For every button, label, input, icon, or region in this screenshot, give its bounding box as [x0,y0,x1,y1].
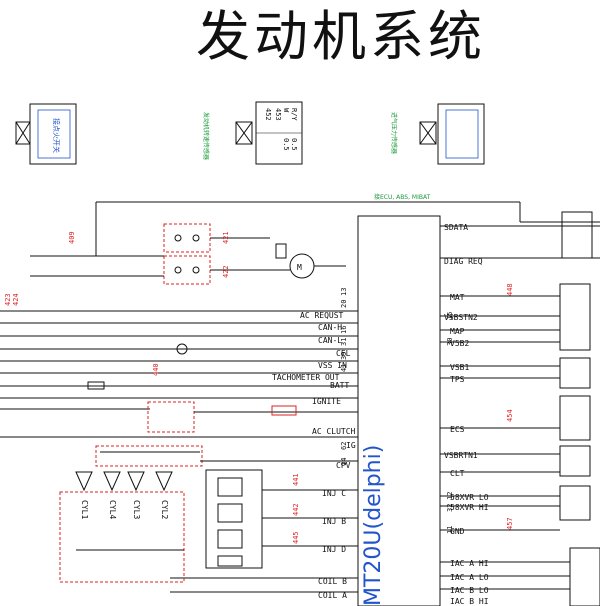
left-label-vss-in: VSS IN [318,361,347,370]
injector-boxes [205,469,263,569]
right-label-clt: CLT [450,469,465,478]
ecu-pin-31: 31 [340,338,348,346]
ecu-pin-41: 41 [340,364,348,372]
left-label-inj-b: INJ B [322,517,346,526]
coil-label-cyl4: CYL4 [108,500,117,519]
wire-code-454: 454 [506,409,514,422]
right-label-v5b2: V5B2 [450,339,469,348]
left-label-inj-c: INJ C [322,489,346,498]
right-label-gnd: GND [450,527,465,536]
right-label-vsb1: VSB1 [450,363,469,372]
right-label-58xvr-lo: 58XVR LO [450,493,489,502]
right-label-sdata: SDATA [444,223,468,232]
right-label-iac-a-lo: IAC A LO [450,573,489,582]
ecu-pin-16: 16 [340,326,348,334]
left-label-cel: CEL [336,349,351,358]
left-signal-lines: AC REQUST CAN-H CAN-L CEL VSS IN TACHOME… [0,310,358,600]
wire-code-457: 457 [506,517,514,530]
wire-code-441: 441 [292,473,300,486]
top-bus-label: 接ECU, ABS, MIBAT [374,193,431,201]
coil-label-cyl2: CYL2 [160,500,169,519]
wire-code-448: 448 [506,283,514,296]
svg-text:M: M [297,263,302,272]
wire-code-421: 421 [222,231,230,244]
wire-code-422: 422 [222,265,230,278]
right-signal-lines: SDATA DIAG REQ MAT VSBSTN2 MAP V5B2 VSB1… [440,223,600,606]
wire-code-423: 423 [4,293,12,306]
left-label-batt: BATT [330,381,349,390]
left-label-ignite: IGNITE [312,397,341,406]
relay-blocks: M [30,223,346,285]
right-label-diag-req: DIAG REQ [444,257,483,266]
ecu-pin-14: 14 [340,458,348,466]
right-label-ecs: ECS [450,425,465,434]
connector-2-size-b: 0.5 [290,138,298,151]
ecu-pin-13: 13 [340,288,348,296]
right-label-map: MAP [450,327,465,336]
connector-2-color-b: R/Y [290,108,298,121]
connector-1: 接点火开关 [15,103,77,165]
left-label-ac-requst: AC REQUST [300,311,344,320]
left-label-inj-d: INJ D [322,545,346,554]
right-label-tps: TPS [450,375,465,384]
left-label-ac-clutch: AC CLUTCH [312,427,356,436]
connector-2-side-label: 发动机转速传感器 [202,112,210,160]
ecu-name: MT20U(delphi) [361,445,386,606]
diagram-title: 发动机系统 [196,5,486,68]
ecu-pin-15: 15 [446,312,454,320]
wire-code-424: 424 [12,293,20,306]
wire-code-445: 445 [292,531,300,544]
right-label-vsbrtn1: VSBRTN1 [444,451,478,460]
ecu-box: MT20U(delphi) [357,215,441,606]
ecu-pin-62: 62 [340,442,348,450]
wire-code-440: 440 [152,363,160,376]
right-label-iac-a-hi: IAC A HI [450,559,489,568]
ecu-pin-20: 20 [340,300,348,308]
connector-2-pin-a: 452 [264,108,272,121]
ecu-pin-30: 30 [446,338,454,346]
wire-code-409: 409 [68,231,76,244]
connector-3-side-label: 进气压力传感器 [390,112,398,154]
connector-2-pin-b: 453 [274,108,282,121]
ecu-pin-32: 32 [446,504,454,512]
ecu-pin-11: 11 [446,526,454,534]
left-label-tachometer-out: TACHOMETER OUT [272,373,340,382]
left-label-can-h: CAN-H [318,323,342,332]
ecu-pin-39: 39 [340,352,348,360]
right-label-vsbstn2: VSBSTN2 [444,313,478,322]
connector-1-side-label: 接点火开关 [52,118,61,153]
wire-codes: 409 421 422 423 424 440 441 442 445 448 … [4,231,514,544]
left-label-coil-b: COIL B [318,577,347,586]
connector-2-color-a: W [282,108,290,113]
ignition-coils: CYL1 CYL4 CYL3 CYL2 [59,471,185,583]
wire-code-442: 442 [292,503,300,516]
left-label-ig: IG [346,441,356,450]
ecu-pin-numbers: 13 20 16 31 39 41 15 30 62 14 12 32 11 [340,288,454,534]
connector-3: 进气压力传感器 [390,103,485,165]
right-label-iac-b-hi: IAC B HI [450,597,489,606]
coil-label-cyl1: CYL1 [80,500,89,519]
ecu-pin-12: 12 [446,492,454,500]
right-connectors [559,211,600,606]
right-label-mat: MAT [450,293,465,302]
connector-2-size-a: 0.5 [282,138,290,151]
left-label-can-l: CAN-L [318,336,342,345]
connector-2: 452 453 W R/Y 0.5 0.5 发动机转速传感器 [202,101,303,165]
left-label-coil-a: COIL A [318,591,347,600]
left-label-cpv: CPV [336,461,351,470]
right-label-iac-b-lo: IAC B LO [450,586,489,595]
top-bus: 接ECU, ABS, MIBAT [95,193,600,256]
right-label-58xvr-hi: 58XVR HI [450,503,489,512]
coil-label-cyl3: CYL3 [132,500,141,519]
